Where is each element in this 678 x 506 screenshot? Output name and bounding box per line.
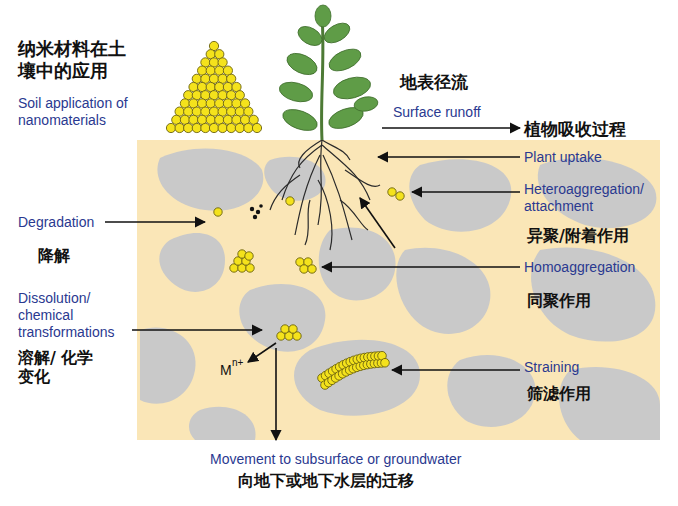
nanoparticle xyxy=(201,123,210,132)
nanoparticle xyxy=(300,265,308,273)
chinese-label: 同聚作用 xyxy=(527,291,591,310)
nanoparticle-pile xyxy=(166,41,261,132)
nanoparticle-clusters xyxy=(214,188,404,390)
nanoparticle xyxy=(289,325,297,333)
chinese-label: 植物吸收过程 xyxy=(524,119,626,139)
nanoparticle xyxy=(244,123,253,132)
english-label: Soil application of nanomaterials xyxy=(18,95,168,129)
nanoparticle xyxy=(388,188,396,196)
nanoparticle xyxy=(218,123,227,132)
degraded-fragments xyxy=(250,204,263,219)
nanoparticle xyxy=(209,123,218,132)
english-label: Surface runoff xyxy=(393,104,481,121)
nanoparticle xyxy=(184,123,193,132)
chinese-label: 降解 xyxy=(38,246,70,265)
nanoparticle xyxy=(192,123,201,132)
nanoparticle xyxy=(214,208,222,216)
english-label: Movement to subsurface or groundwater xyxy=(210,451,461,468)
english-label: n+ xyxy=(232,357,243,369)
chinese-label: 异聚/附着作用 xyxy=(527,226,629,245)
english-label: Straining xyxy=(524,359,579,376)
chinese-label: 溶解/ 化学变化 xyxy=(18,348,96,386)
nanoparticle xyxy=(166,123,175,132)
plant xyxy=(277,5,379,140)
nanoparticle xyxy=(245,252,253,260)
english-label: Homoaggregation xyxy=(524,259,635,276)
english-label: Dissolution/ chemical transformations xyxy=(18,290,143,340)
english-label: Plant uptake xyxy=(524,149,602,166)
english-label: Degradation xyxy=(18,214,94,231)
leader-arrows xyxy=(105,128,520,440)
nanoparticle xyxy=(175,123,184,132)
nanoparticle xyxy=(396,192,404,200)
chinese-label: 向地下或地下水层的迁移 xyxy=(238,471,414,490)
nanoparticle xyxy=(308,265,316,273)
chinese-label: 地表径流 xyxy=(400,72,468,92)
nanoparticle xyxy=(227,123,236,132)
nanoparticle xyxy=(252,123,261,132)
chinese-label: 筛滤作用 xyxy=(527,384,591,403)
chinese-label: 纳米材料在土 壤中的应用 xyxy=(18,38,133,81)
nanoparticle xyxy=(286,197,294,205)
nanoparticle xyxy=(235,123,244,132)
english-label: M xyxy=(220,362,232,379)
nanoparticle xyxy=(281,325,289,333)
english-label: Heteroaggregation/ attachment xyxy=(524,181,669,215)
roots xyxy=(270,140,380,250)
nanoparticle xyxy=(381,358,390,367)
